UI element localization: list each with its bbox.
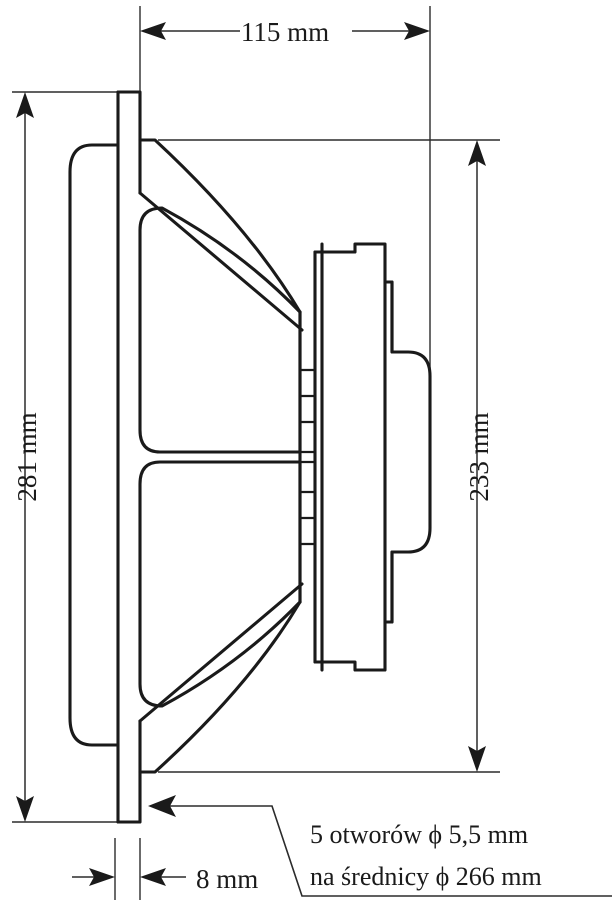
speaker-cross-section <box>68 90 432 824</box>
mounting-holes-note: 5 otworów ϕ 5,5 mm na średnicy ϕ 266 mm <box>148 795 612 897</box>
depth-dimension-label: 115 mm <box>241 17 329 47</box>
cone-lower-body <box>138 460 302 708</box>
depth-arrow-left <box>140 22 166 40</box>
mounting-holes-leader-arrow <box>148 795 176 817</box>
extension-lines <box>12 6 500 900</box>
cutout-diameter-dimension: 233 mm <box>464 140 494 772</box>
voice-coil-segments <box>298 368 317 546</box>
outer-diameter-dimension: 281 mm <box>12 92 42 822</box>
mounting-holes-leader-line <box>164 805 612 897</box>
surround-ring-outline <box>68 143 120 747</box>
mounting-holes-note-line1: 5 otworów ϕ 5,5 mm <box>310 820 528 849</box>
cutout-arrow-top <box>468 140 486 166</box>
basket-strut-lower <box>138 582 304 723</box>
outer-arrow-bottom <box>16 796 34 822</box>
back-plate-cap-outline <box>383 280 432 624</box>
cone-upper-top-edge <box>138 138 302 314</box>
depth-arrow-right <box>404 22 430 40</box>
mounting-holes-note-line2: na średnicy ϕ 266 mm <box>310 862 542 891</box>
cutout-diameter-label: 233 mm <box>464 412 494 501</box>
flange-thickness-label: 8 mm <box>196 864 258 894</box>
frame-flange-top <box>116 90 142 195</box>
top-plate-outline <box>313 242 387 672</box>
frame-flange-bottom <box>116 719 142 824</box>
basket-strut-upper <box>138 191 304 332</box>
outer-arrow-top <box>16 92 34 118</box>
cone-upper-body <box>138 206 302 454</box>
depth-dimension: 115 mm <box>140 17 430 47</box>
flange-thickness-dimension: 8 mm <box>72 864 258 894</box>
cone-lower-bottom-edge <box>138 600 302 774</box>
cutout-arrow-bottom <box>468 746 486 772</box>
flange-arrow-right <box>140 868 166 886</box>
flange-arrow-left <box>89 868 115 886</box>
outer-diameter-label: 281 mm <box>12 412 42 501</box>
